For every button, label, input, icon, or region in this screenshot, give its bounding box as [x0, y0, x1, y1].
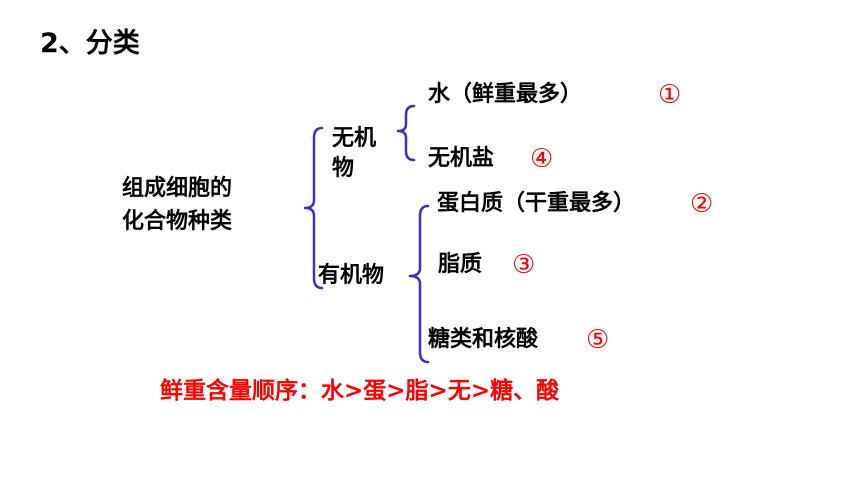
sugar-acid-order-mark: ⑤	[586, 325, 610, 355]
root-node: 组成细胞的 化合物种类	[122, 172, 232, 238]
inorganic-label-line2: 物	[332, 156, 355, 181]
inorganic-bracket	[396, 104, 416, 162]
sugar-acid-item: 糖类和核酸	[428, 327, 539, 352]
lipid-order-mark: ③	[512, 250, 536, 280]
lipid-item: 脂质	[438, 252, 483, 277]
protein-order-mark: ②	[690, 189, 714, 219]
organic-node: 有机物	[318, 263, 385, 288]
root-label-line2: 化合物种类	[122, 209, 233, 234]
fresh-weight-order-note: 鲜重含量顺序：水>蛋>脂>无>糖、酸	[160, 378, 560, 404]
protein-item: 蛋白质（干重最多）	[437, 191, 636, 216]
water-item: 水（鲜重最多）	[428, 82, 583, 107]
main-bracket	[303, 126, 324, 290]
water-order-mark: ①	[658, 80, 682, 110]
organic-bracket	[408, 204, 430, 364]
slide-title: 2、分类	[40, 28, 140, 59]
inorganic-label-line1: 无机	[332, 126, 377, 151]
salt-order-mark: ④	[530, 144, 554, 174]
salt-item: 无机盐	[428, 146, 495, 171]
inorganic-node: 无机 物	[332, 124, 376, 184]
root-label-line1: 组成细胞的	[122, 176, 233, 201]
